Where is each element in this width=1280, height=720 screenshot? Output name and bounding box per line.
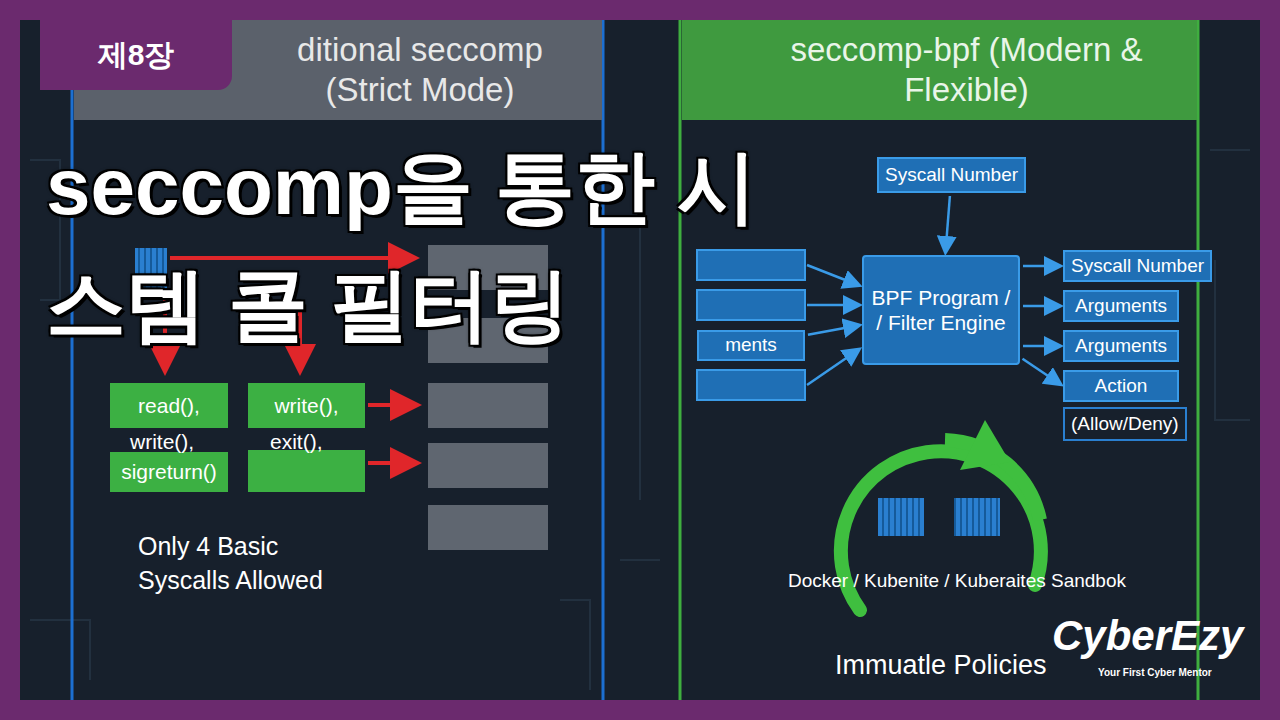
- empty-green-box: [248, 450, 365, 492]
- inner-ground: [20, 20, 1260, 700]
- syscall-box: sigreturn(): [110, 452, 228, 492]
- output-box: Arguments: [1063, 330, 1179, 362]
- logo-tagline: Your First Cyber Mentor: [1098, 667, 1212, 678]
- connector: [946, 196, 950, 251]
- main-title: seccomp을 통한 시스템 콜 필터링: [46, 128, 806, 364]
- node-text: Syscall Number: [885, 164, 1018, 187]
- policy-note: Immuatle Policies: [835, 650, 1047, 681]
- chapter-tab: 제8장: [40, 20, 232, 90]
- output-box: (Allow/Deny): [1063, 407, 1187, 441]
- input-box: ments: [697, 330, 805, 361]
- node-text: (Allow/Deny): [1071, 413, 1179, 436]
- node-text: Arguments: [1075, 295, 1167, 318]
- node-text: Arguments: [1075, 335, 1167, 358]
- divider: [602, 20, 605, 700]
- syscall-text: write(),: [130, 430, 194, 454]
- node-text: sigreturn(): [121, 459, 217, 484]
- cycle-arrowhead: [960, 420, 1010, 470]
- node-text: ditional seccomp (Strict Mode): [255, 30, 585, 109]
- container-icon: [878, 498, 924, 536]
- input-boxes: [697, 250, 805, 400]
- input-box: Syscall Number: [877, 157, 1026, 193]
- connector: [1023, 265, 1059, 268]
- output-box: Action: [1063, 370, 1179, 402]
- caption-note: Only 4 Basic Syscalls Allowed: [138, 530, 338, 598]
- connector: [1023, 345, 1059, 348]
- connector: [808, 325, 858, 334]
- node-text: write(),: [274, 393, 338, 418]
- node-text: 제8장: [98, 37, 175, 73]
- node-text: Syscall Number: [1071, 255, 1204, 278]
- panel-header: seccomp-bpf (Modern & Flexible): [682, 20, 1197, 120]
- node-text: read(),: [138, 393, 200, 418]
- syscall-text: exit(),: [270, 430, 323, 454]
- output-box: Arguments: [1063, 290, 1179, 322]
- filter-engine: BPF Program / / Filter Engine: [862, 255, 1020, 365]
- divider: [71, 20, 74, 700]
- output-box: Syscall Number: [1063, 250, 1212, 282]
- node-text: BPF Program / / Filter Engine: [871, 285, 1011, 335]
- connector: [1023, 305, 1059, 308]
- syscall-box: read(),: [110, 383, 228, 428]
- syscall-box: write(),: [248, 383, 365, 428]
- platform-note: Docker / Kubenite / Kuberaites Sandbok: [788, 570, 1126, 592]
- divider: [679, 20, 682, 700]
- connector: [1022, 359, 1059, 384]
- divider: [1197, 20, 1200, 700]
- node-text: ments: [725, 334, 777, 357]
- container-icon: [954, 498, 1000, 536]
- node-text: Action: [1095, 375, 1148, 398]
- logo-text: CyberEzy: [1052, 612, 1243, 660]
- input-arrows: [807, 265, 858, 385]
- node-text: seccomp-bpf (Modern & Flexible): [767, 30, 1167, 109]
